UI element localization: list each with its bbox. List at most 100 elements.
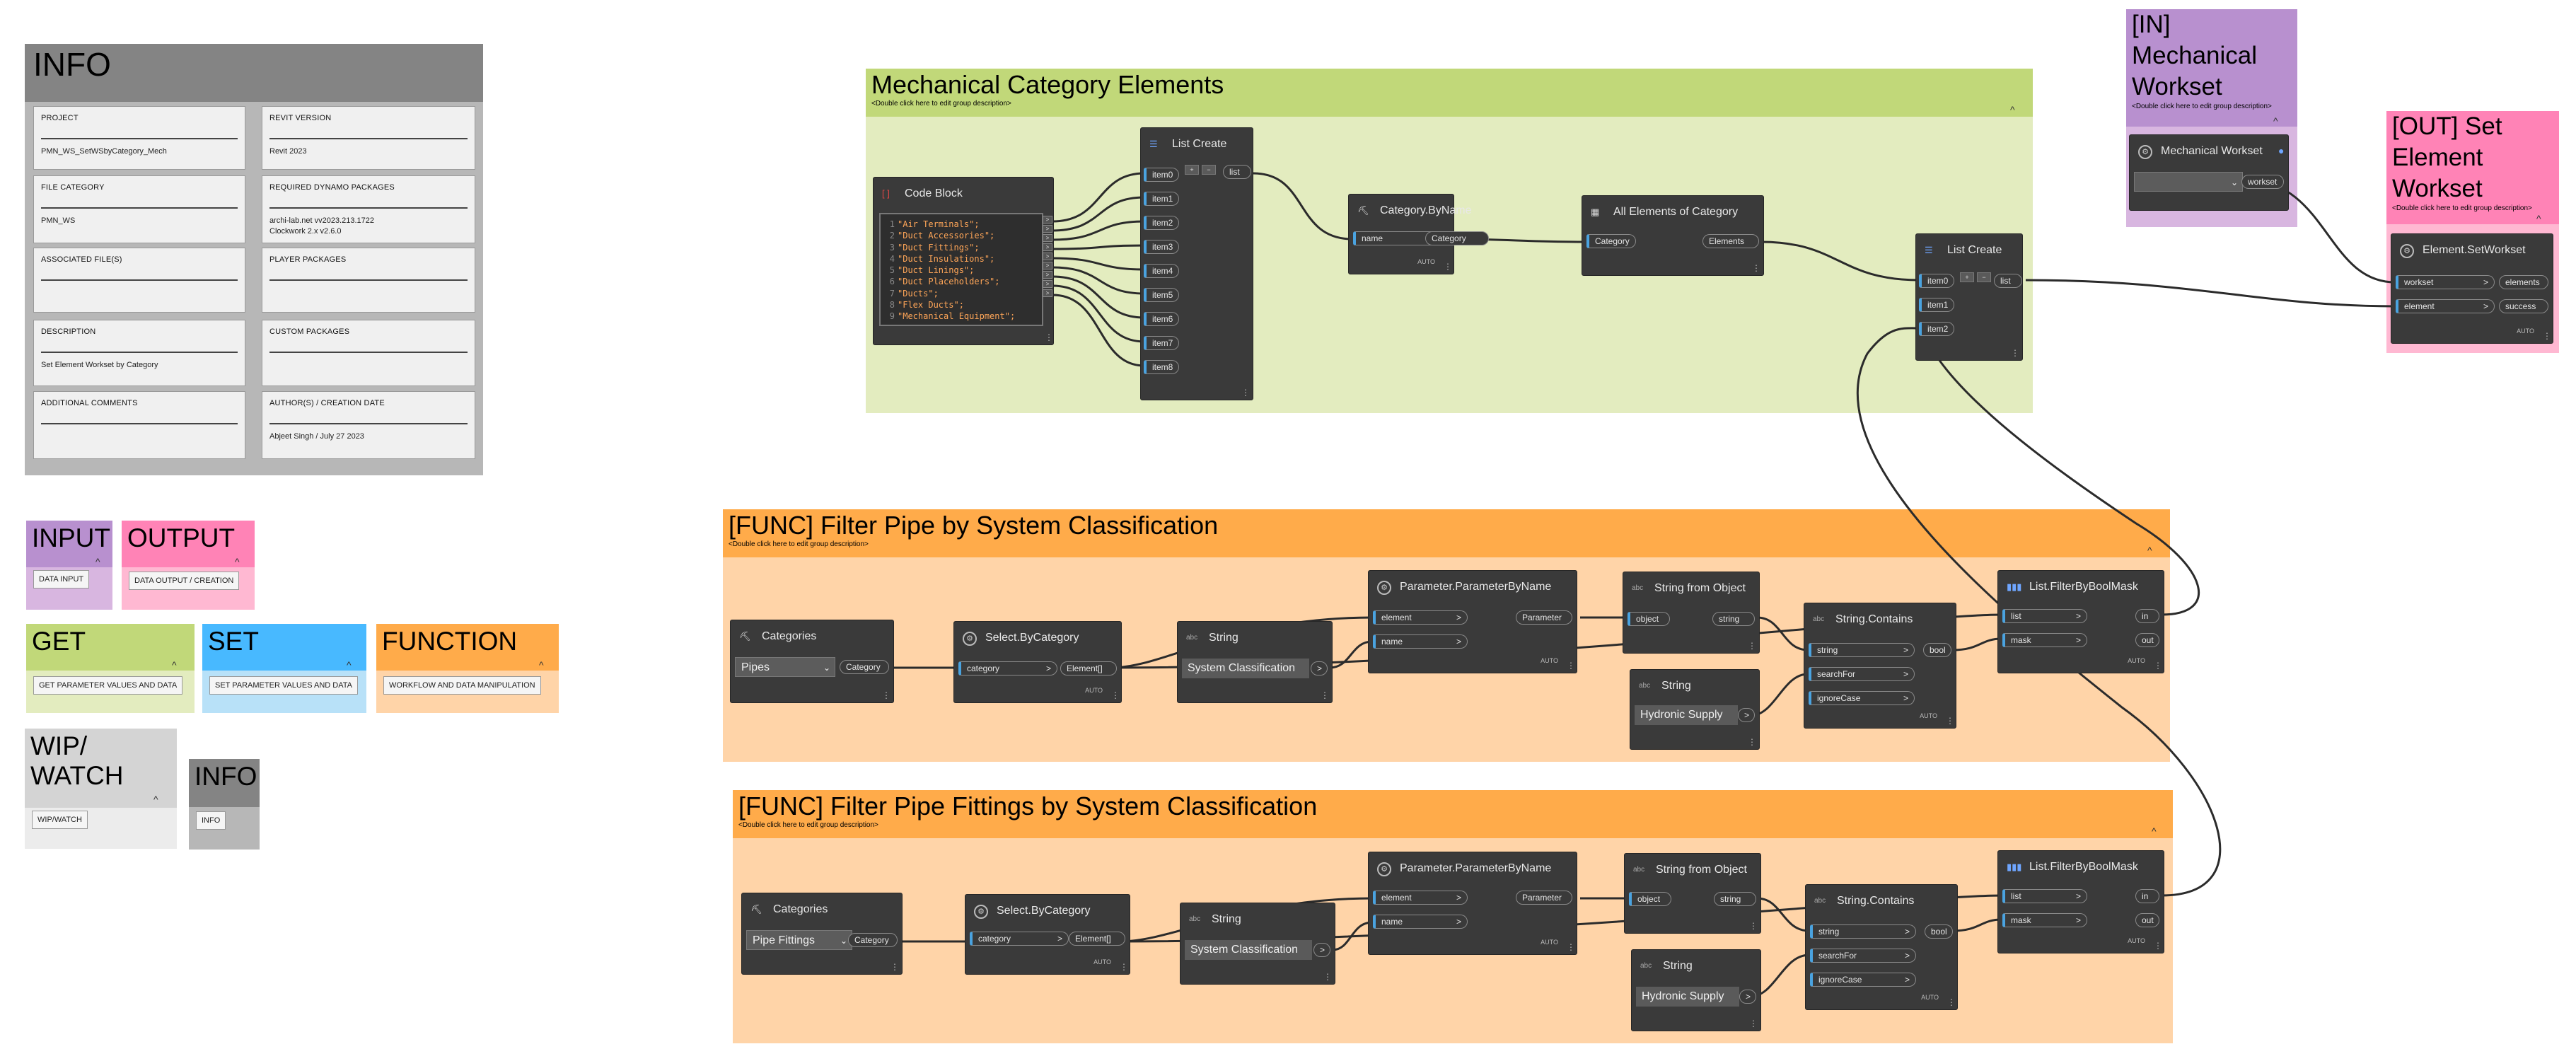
all-elements-of-category-node[interactable]: All Elements of Category ▦ Category Elem… (1582, 195, 1764, 276)
node-menu-icon[interactable]: ⋮ (1946, 716, 1954, 726)
input-port-searchfor[interactable]: searchFor> (1810, 949, 1916, 963)
node-menu-icon[interactable]: ⋮ (1748, 641, 1756, 651)
info-cell[interactable]: ASSOCIATED FILE(S) (33, 248, 245, 313)
code-text[interactable]: "Flex Ducts"; (898, 300, 964, 311)
group-description[interactable]: <Double click here to edit group descrip… (2132, 103, 2272, 110)
lacing-label[interactable]: AUTO (1417, 258, 1435, 265)
string-contains-node[interactable]: String.Contains abc string> searchFor> i… (1805, 884, 1958, 1010)
string-value-input[interactable]: Hydronic Supply (1636, 987, 1739, 1007)
group-description[interactable]: <Double click here to edit group descrip… (871, 100, 1011, 108)
select-by-category-node[interactable]: Select.ByCategory ⚙ category> Element[] … (953, 621, 1122, 703)
node-menu-icon[interactable]: ⋮ (1752, 263, 1760, 273)
code-line[interactable]: 9"Mechanical Equipment"; (885, 311, 1038, 322)
code-line[interactable]: 5"Duct Linings"; (885, 265, 1038, 276)
lacing-label[interactable]: AUTO (1085, 687, 1103, 694)
output-port[interactable]: > (1043, 243, 1052, 251)
lacing-label[interactable]: AUTO (1921, 994, 1939, 1001)
node-menu-icon[interactable]: ⋮ (1749, 1019, 1758, 1028)
input-port-item2[interactable]: item2 (1144, 216, 1179, 230)
output-port-elements[interactable]: Element[] (1060, 661, 1117, 676)
code-text[interactable]: "Air Terminals"; (898, 219, 980, 229)
output-port-string[interactable]: > (1739, 990, 1756, 1004)
node-menu-icon[interactable]: ⋮ (1748, 737, 1756, 747)
output-port-elements[interactable]: Element[] (1069, 932, 1125, 946)
element-setworkset-node[interactable]: Element.SetWorkset ⚙ workset> element> e… (2391, 233, 2553, 344)
list-filter-by-bool-mask-node[interactable]: List.FilterByBoolMask ▮▮▮ list> mask> in… (1997, 850, 2164, 953)
input-port-item6[interactable]: item6 (1144, 312, 1179, 326)
info-cell[interactable]: CUSTOM PACKAGES (262, 320, 475, 386)
output-port-string[interactable]: string (1712, 612, 1755, 626)
remove-input-button[interactable]: − (1977, 272, 1991, 282)
input-port-ignorecase[interactable]: ignoreCase> (1809, 691, 1915, 705)
lacing-label[interactable]: AUTO (2128, 657, 2145, 664)
input-port-string[interactable]: string> (1810, 924, 1916, 939)
code-line[interactable]: 4"Duct Insulations"; (885, 253, 1038, 265)
string-node[interactable]: String abc System Classification > ⋮ (1180, 903, 1335, 985)
input-port-item0[interactable]: item0 (1919, 274, 1954, 288)
collapse-icon[interactable]: ^ (95, 556, 100, 567)
code-text[interactable]: "Duct Fittings"; (898, 242, 980, 253)
output-port-category[interactable]: Category (848, 933, 898, 947)
input-port-mask[interactable]: mask> (2002, 633, 2087, 647)
string-node[interactable]: String abc System Classification > ⋮ (1177, 621, 1333, 703)
info-cell-value[interactable]: archi-lab.net vv2023.213.1722 Clockwork … (269, 216, 374, 236)
input-port-list[interactable]: list> (2002, 609, 2087, 623)
code-text[interactable]: "Duct Linings"; (898, 265, 975, 276)
add-input-button[interactable]: + (1960, 272, 1974, 282)
node-menu-icon[interactable]: ⋮ (1321, 690, 1329, 700)
input-port-element[interactable]: element> (2396, 299, 2495, 313)
output-port-category[interactable]: Category (1425, 231, 1489, 245)
category-dropdown[interactable]: Pipe Fittings⌄ (746, 930, 852, 950)
input-port-ignorecase[interactable]: ignoreCase> (1810, 973, 1916, 987)
info-cell-value[interactable]: Revit 2023 (269, 147, 307, 156)
input-port-category[interactable]: category> (958, 661, 1057, 676)
group-description[interactable]: <Double click here to edit group descrip… (2392, 204, 2532, 212)
collapse-icon[interactable]: ^ (235, 556, 240, 567)
output-port[interactable]: > (1043, 234, 1052, 242)
input-port-name[interactable]: name> (1373, 915, 1468, 929)
input-port-item3[interactable]: item3 (1144, 240, 1179, 254)
collapse-icon[interactable]: ^ (2273, 115, 2278, 127)
output-port[interactable]: > (1043, 280, 1052, 288)
input-port-category[interactable]: Category (1586, 234, 1636, 248)
output-port-string[interactable]: > (1311, 661, 1328, 676)
code-line[interactable]: 2"Duct Accessories"; (885, 230, 1038, 241)
output-port[interactable]: > (1043, 271, 1052, 279)
collapse-icon[interactable]: ^ (347, 659, 352, 671)
info-cell[interactable]: ADDITIONAL COMMENTS (33, 391, 245, 459)
categories-node[interactable]: Categories ⛏ Pipes⌄ Category ⋮ (730, 620, 894, 703)
info-cell-value[interactable]: Abjeet Singh / July 27 2023 (269, 432, 364, 441)
collapse-icon[interactable]: ^ (2147, 545, 2152, 556)
node-menu-icon[interactable]: ⋮ (890, 962, 899, 972)
output-port[interactable]: > (1043, 289, 1052, 297)
input-port-object[interactable]: object (1628, 612, 1670, 626)
parameter-by-name-node[interactable]: Parameter.ParameterByName ⚙ element> nam… (1368, 570, 1577, 673)
output-port-out[interactable]: out (2135, 633, 2159, 647)
code-line[interactable]: 3"Duct Fittings"; (885, 242, 1038, 253)
string-value-input[interactable]: System Classification (1185, 940, 1312, 960)
code-text[interactable]: "Duct Accessories"; (898, 231, 995, 241)
output-port-list[interactable]: list (1994, 274, 2022, 288)
node-menu-icon[interactable]: ⋮ (1567, 942, 1575, 952)
node-menu-icon[interactable]: ⋮ (1567, 661, 1575, 671)
output-port[interactable]: > (1043, 262, 1052, 269)
info-cell-value[interactable]: PMN_WS (41, 216, 76, 225)
output-port-elements[interactable]: Elements (1702, 234, 1759, 248)
output-port[interactable]: > (1043, 216, 1052, 224)
output-port-parameter[interactable]: Parameter (1516, 610, 1572, 625)
string-node-2[interactable]: String abc Hydronic Supply > ⋮ (1631, 949, 1761, 1031)
info-cell-value[interactable]: PMN_WS_SetWSbyCategory_Mech (41, 147, 167, 156)
input-port-category[interactable]: category> (970, 932, 1069, 946)
input-port-item2[interactable]: item2 (1919, 322, 1954, 336)
input-port-item5[interactable]: item5 (1144, 288, 1179, 302)
output-port-string[interactable]: string (1714, 892, 1756, 906)
input-port-workset[interactable]: workset> (2396, 275, 2495, 289)
mechanical-workset-node[interactable]: Mechanical Workset ⚙ ● ⌄ workset (2129, 134, 2289, 211)
parameter-by-name-node[interactable]: Parameter.ParameterByName ⚙ element> nam… (1368, 852, 1577, 955)
